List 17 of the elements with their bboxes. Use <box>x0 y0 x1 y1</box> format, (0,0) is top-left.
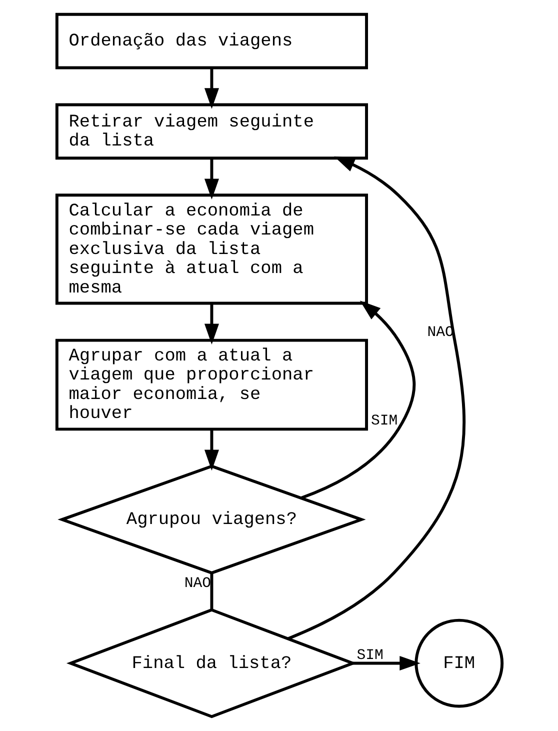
arrow <box>204 429 218 471</box>
edge-label: SIM <box>356 648 383 664</box>
node-box: Ordenação das viagens <box>54 12 368 70</box>
arrow <box>352 656 420 671</box>
node-box: Calcular a economia de combinar-se cada viagem exclusiva da lista seguinte à atual com a mesma <box>54 194 368 305</box>
arrow <box>204 303 218 345</box>
arrow <box>204 158 218 200</box>
edge-label: SIM <box>370 414 398 430</box>
arrow <box>204 68 218 109</box>
arrow <box>287 156 465 640</box>
node-box: Retirar viagem seguinte da lista <box>54 103 368 160</box>
node-diamond: Agrupou viagens? <box>57 464 366 574</box>
connector <box>210 573 213 610</box>
node-circle: FIM <box>414 618 504 708</box>
node-box: Agrupar com a atual a viagem que proporcionar maior economia, se houver <box>54 338 368 431</box>
edge-label: NAO <box>184 576 210 592</box>
arrow <box>300 300 416 500</box>
